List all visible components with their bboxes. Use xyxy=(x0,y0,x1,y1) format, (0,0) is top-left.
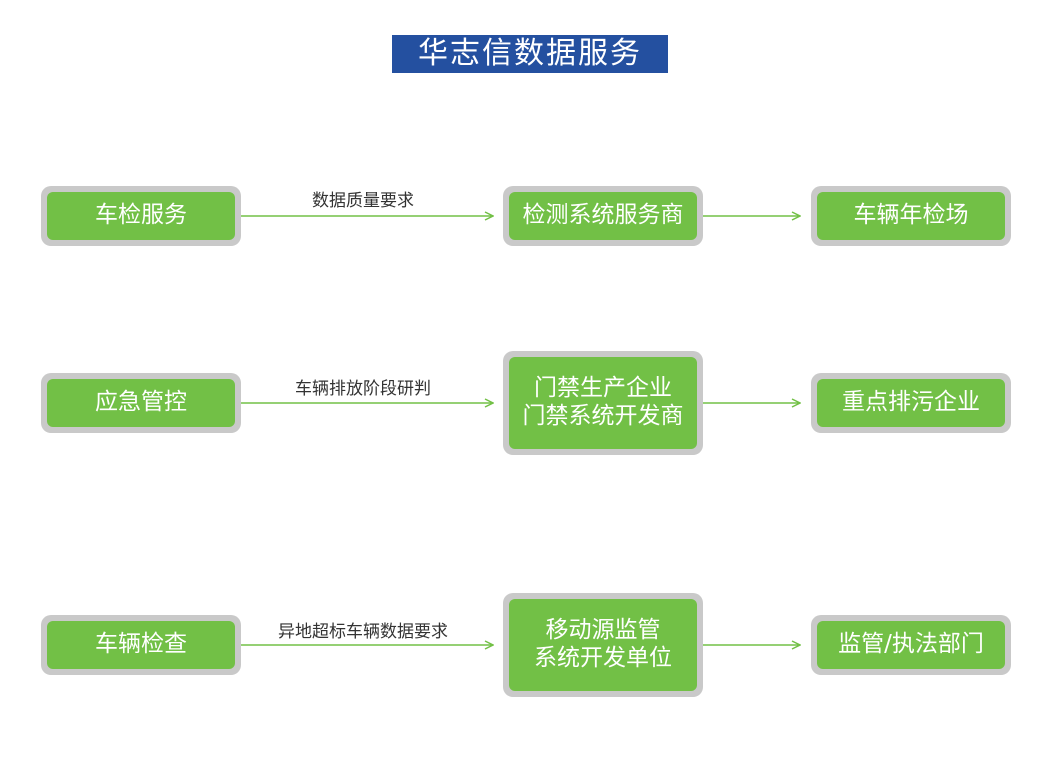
node-row1-right: 车辆年检场 xyxy=(811,186,1011,246)
edge-label-row1: 数据质量要求 xyxy=(312,191,414,211)
node-label-line1: 移动源监管 xyxy=(545,617,661,644)
node-label-line1: 门禁生产企业 xyxy=(534,375,672,402)
node-row2-right: 重点排污企业 xyxy=(811,373,1011,433)
node-label: 重点排污企业 xyxy=(842,389,980,416)
edge-label-row3: 异地超标车辆数据要求 xyxy=(278,622,448,642)
node-label: 车辆年检场 xyxy=(853,202,969,229)
diagram-title: 华志信数据服务 xyxy=(392,35,668,73)
node-label: 监管/执法部门 xyxy=(838,631,984,658)
node-row3-left: 车辆检查 xyxy=(41,615,241,675)
node-label: 应急管控 xyxy=(95,389,187,416)
node-label-line2: 系统开发单位 xyxy=(534,645,672,671)
node-label: 车辆检查 xyxy=(95,631,187,658)
node-row1-middle: 检测系统服务商 xyxy=(503,186,703,246)
node-row3-middle: 移动源监管 系统开发单位 xyxy=(503,593,703,697)
node-row2-left: 应急管控 xyxy=(41,373,241,433)
node-row2-middle: 门禁生产企业 门禁系统开发商 xyxy=(503,351,703,455)
node-label-line2: 门禁系统开发商 xyxy=(522,403,684,429)
node-label: 车检服务 xyxy=(95,202,187,229)
edge-label-row2: 车辆排放阶段研判 xyxy=(295,379,431,399)
node-row1-left: 车检服务 xyxy=(41,186,241,246)
node-row3-right: 监管/执法部门 xyxy=(811,615,1011,675)
node-label: 检测系统服务商 xyxy=(522,202,684,229)
